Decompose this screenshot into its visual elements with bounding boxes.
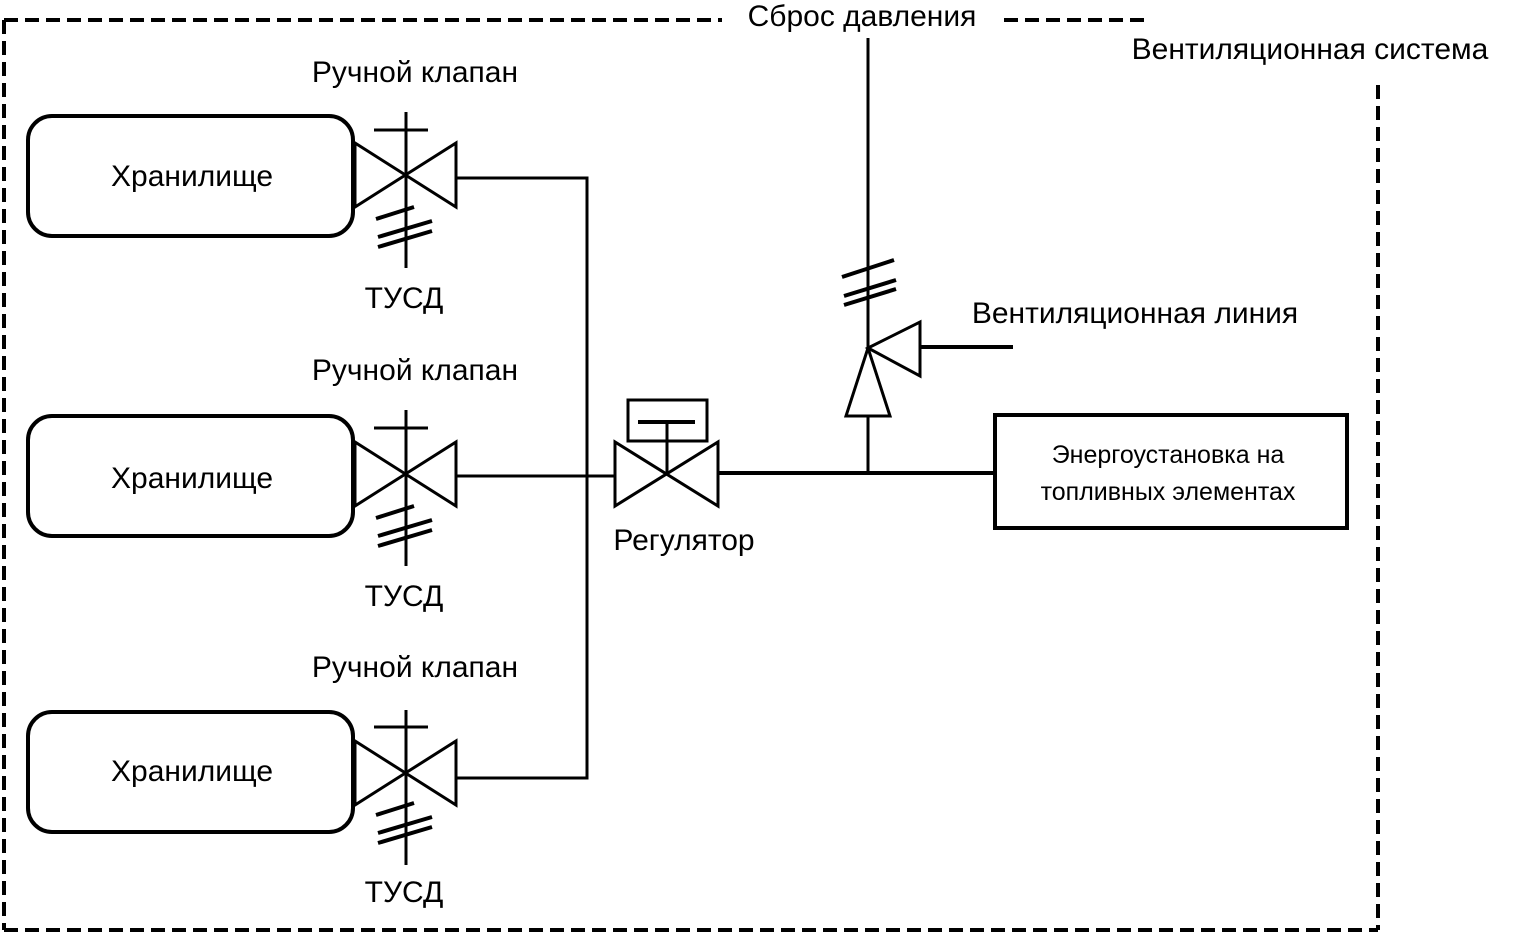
- storage-tank[interactable]: [26, 414, 355, 538]
- prd-label: ТУСД: [365, 282, 444, 315]
- prd-label: ТУСД: [365, 876, 444, 909]
- storage-tank[interactable]: [26, 114, 355, 238]
- manual-valve-label: Ручной клапан: [312, 56, 518, 89]
- boundary-label: Вентиляционная система: [1132, 33, 1489, 66]
- manual-valve-label: Ручной клапан: [312, 651, 518, 684]
- storage-tank-label: Хранилище: [111, 755, 273, 788]
- prd-icon: [841, 258, 897, 307]
- pressure-relief-label: Сброс давления: [748, 0, 977, 33]
- prd-icon: [375, 205, 433, 249]
- storage-tank[interactable]: [26, 710, 355, 834]
- regulator-label: Регулятор: [613, 524, 754, 557]
- pipe: [456, 476, 589, 780]
- prd-icon: [375, 801, 433, 845]
- storage-group-1: Хранилище Ручной клапан ТУСД: [26, 56, 589, 476]
- fuel-cell-box[interactable]: [993, 413, 1349, 530]
- storage-group-2: Хранилище Ручной клапан ТУСД: [26, 354, 615, 613]
- storage-tank-label: Хранилище: [111, 462, 273, 495]
- vent-valve-icon[interactable]: [843, 38, 922, 418]
- manual-valve-icon[interactable]: [353, 710, 458, 865]
- prd-icon: [375, 504, 433, 548]
- regulator-icon[interactable]: [613, 398, 720, 509]
- vent-line-label: Вентиляционная линия: [972, 297, 1298, 330]
- vent-system-boundary: [2, 18, 1380, 932]
- fuel-cell-label-line1: Энергоустановка на: [1052, 441, 1285, 469]
- fuel-cell-label-line2: топливных элементах: [1041, 478, 1296, 506]
- pipe: [456, 176, 589, 476]
- manual-valve-icon[interactable]: [353, 410, 458, 566]
- manual-valve-icon[interactable]: [353, 112, 458, 268]
- storage-group-3: Хранилище Ручной клапан ТУСД: [26, 476, 589, 909]
- manual-valve-label: Ручной клапан: [312, 354, 518, 387]
- storage-tank-label: Хранилище: [111, 160, 273, 193]
- prd-label: ТУСД: [365, 580, 444, 613]
